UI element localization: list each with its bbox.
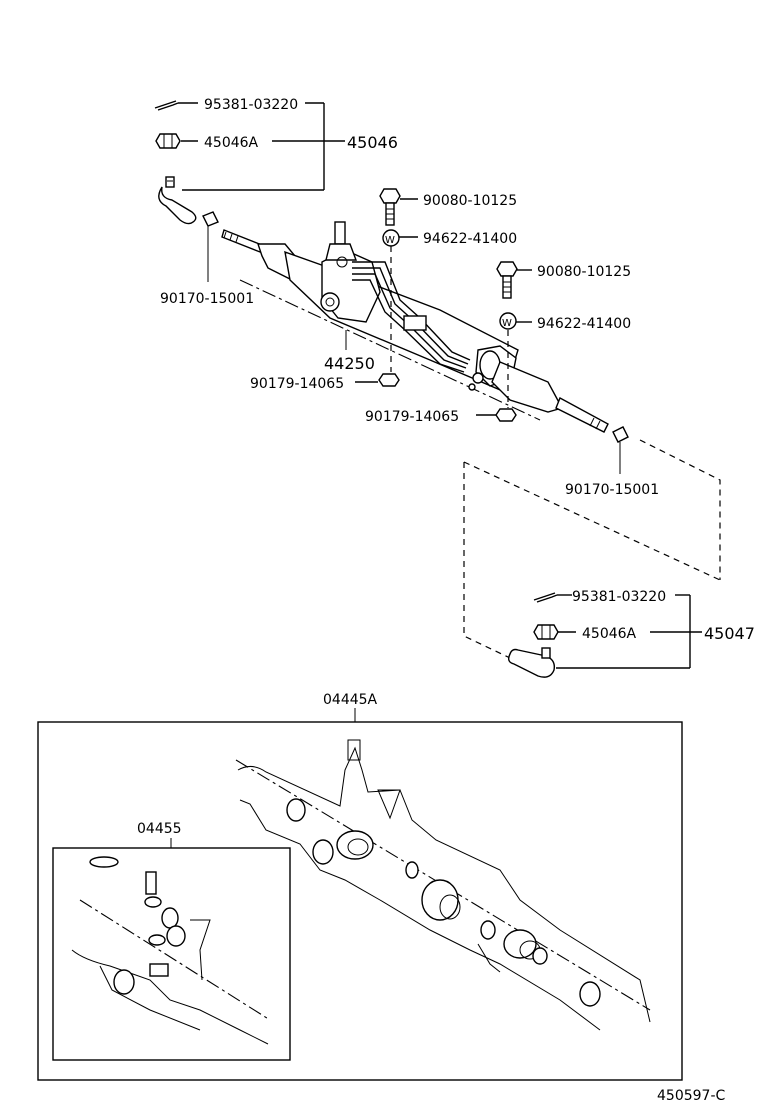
washer-icon-b: W — [499, 312, 517, 330]
label-95381-03220-upper: 95381-03220 — [204, 97, 298, 113]
label-04455: 04455 — [137, 821, 182, 837]
cotter-pin-icon-lower — [533, 592, 558, 603]
label-90080-10125-b: 90080-10125 — [537, 264, 631, 280]
label-90080-10125-a: 90080-10125 — [423, 193, 517, 209]
label-45046A-lower: 45046A — [582, 626, 637, 642]
seal-ring-icon-b — [503, 929, 537, 959]
label-45046A-upper: 45046A — [204, 135, 259, 151]
label-90179-14065-right: 90179-14065 — [365, 409, 459, 425]
rack-boot-clip-left: 90170-15001 — [160, 211, 254, 307]
washer-icon-a: W — [382, 229, 400, 247]
lower-tie-rod-end-group: 95381-03220 45046A 45047 — [507, 589, 755, 678]
steering-rack-assembly: 44250 — [221, 221, 609, 433]
nut-icon-left — [378, 373, 400, 387]
bolt-washer-group-a: 90080-10125 W 94622-41400 90179-14065 — [250, 188, 517, 392]
label-94622-41400-a: 94622-41400 — [423, 231, 517, 247]
guide-line-left — [463, 461, 721, 659]
gasket-kit-frame — [37, 721, 683, 1081]
label-90170-15001-left: 90170-15001 — [160, 291, 254, 307]
gasket-kit-sub-frame — [52, 847, 291, 1061]
bolt-washer-group-b: 90080-10125 W 94622-41400 90179-14065 — [365, 261, 631, 425]
bushing-icon — [421, 879, 459, 921]
upper-tie-rod-end-group: 95381-03220 45046A 45046 — [154, 97, 398, 225]
oring-icon-d — [579, 981, 601, 1007]
label-44250: 44250 — [324, 354, 375, 373]
gasket-kit-panel: 04445A 04455 — [37, 692, 683, 1081]
nut-icon-right — [495, 408, 517, 422]
label-45047: 45047 — [704, 624, 755, 643]
label-95381-03220-lower: 95381-03220 — [572, 589, 666, 605]
castle-nut-icon-upper — [155, 133, 181, 149]
label-94622-41400-b: 94622-41400 — [537, 316, 631, 332]
svg-text:W: W — [385, 235, 395, 246]
label-90170-15001-right: 90170-15001 — [565, 482, 659, 498]
rack-boot-clip-right: 90170-15001 — [565, 426, 659, 498]
oring-icon-b — [405, 861, 419, 879]
figure-code: 450597-C — [657, 1088, 725, 1104]
cotter-pin-icon-upper — [154, 100, 179, 111]
seal-ring-icon-a — [336, 830, 374, 860]
flange-bolt-icon-b — [496, 261, 518, 299]
oring-icon-sub-b — [161, 907, 179, 929]
flange-bolt-icon-a — [379, 188, 401, 226]
castle-nut-icon-lower — [533, 624, 559, 640]
oring-icon-c — [480, 920, 496, 940]
svg-text:W: W — [502, 318, 512, 329]
tie-rod-end-icon-upper — [158, 176, 197, 225]
oring-icon-sub-a — [89, 856, 119, 868]
label-04445A: 04445A — [323, 692, 378, 708]
guide-line-right — [639, 439, 721, 580]
oring-icon-a — [286, 798, 306, 822]
label-45046: 45046 — [347, 133, 398, 152]
label-90179-14065-left: 90179-14065 — [250, 376, 344, 392]
tie-rod-end-icon-lower — [507, 647, 556, 678]
